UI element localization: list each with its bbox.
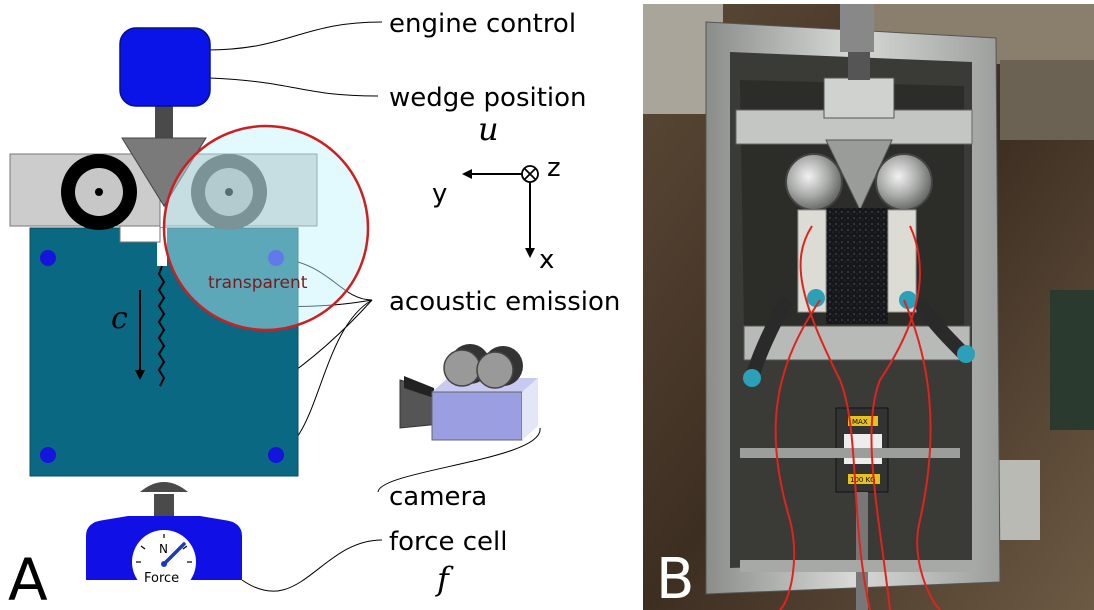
wedge-shaft bbox=[155, 104, 173, 144]
camera-icon bbox=[399, 344, 538, 441]
coordinate-axes: y z x bbox=[432, 153, 561, 275]
roller-right-axle bbox=[225, 188, 233, 196]
load-cell-label-bottom: 100 KG bbox=[850, 476, 876, 484]
load-cell-label-top: MAX bbox=[852, 418, 868, 426]
crack-symbol: c bbox=[111, 301, 128, 336]
gauge-needle bbox=[162, 542, 186, 566]
transparent-label: transparent bbox=[208, 273, 308, 293]
gauge-north-label: N bbox=[159, 542, 168, 556]
panel-a-letter: A bbox=[8, 546, 48, 610]
z-axis-label: z bbox=[547, 153, 561, 183]
panel-b-letter: B bbox=[656, 547, 694, 610]
crack bbox=[157, 265, 166, 387]
camera-label: camera bbox=[389, 482, 487, 512]
transparent-lens bbox=[162, 124, 370, 332]
gauge-caption: Force bbox=[144, 571, 179, 586]
grip-inner-left bbox=[119, 225, 161, 243]
sample-block bbox=[29, 227, 299, 477]
acoustic-sensor-top-right bbox=[268, 250, 284, 266]
panel-b-photo: MAX 100 KG B bbox=[643, 4, 1094, 610]
force-symbol: f bbox=[435, 560, 454, 598]
force-cell-label: force cell bbox=[389, 527, 507, 557]
acoustic-sensor-top-left bbox=[40, 250, 56, 266]
engine-control-label: engine control bbox=[389, 9, 576, 39]
force-cell-icon: N Force bbox=[86, 482, 242, 594]
acoustic-sensor-bottom-right bbox=[268, 447, 284, 463]
acoustic-sensor-bottom-left bbox=[40, 447, 56, 463]
roller-left-axle bbox=[95, 188, 103, 196]
wedge-position-label: wedge position bbox=[389, 83, 587, 113]
sample-notch bbox=[157, 228, 167, 266]
y-axis-label: y bbox=[432, 179, 447, 209]
x-axis-label: x bbox=[539, 245, 554, 275]
acoustic-emission-label: acoustic emission bbox=[389, 287, 620, 317]
wedge-position-symbol: u bbox=[478, 110, 499, 148]
engine-control-box bbox=[119, 27, 211, 107]
panel-a: c transparent engine control wedge posit… bbox=[8, 9, 620, 610]
wedge bbox=[121, 137, 207, 207]
